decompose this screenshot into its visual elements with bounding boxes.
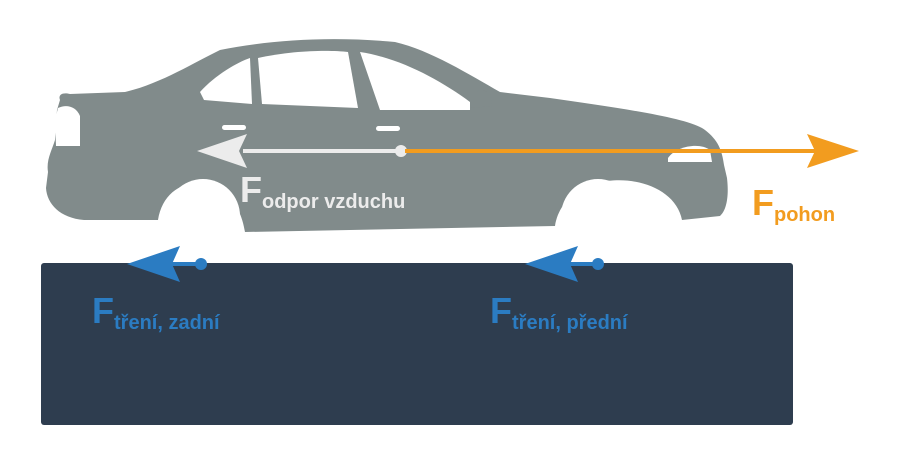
rear-door-window <box>258 50 358 108</box>
drag-force-arrowhead <box>197 134 247 168</box>
friction-rear-label: Ftření, zadní <box>92 290 220 334</box>
ground-block <box>41 263 793 425</box>
front-wheel <box>561 179 635 253</box>
drag-force-subscript: odpor vzduchu <box>262 191 406 213</box>
front-door-window <box>360 52 470 110</box>
side-mirror <box>470 90 492 108</box>
friction-rear-arrowhead <box>127 246 180 282</box>
friction-rear-subscript: tření, zadní <box>114 312 220 334</box>
friction-front-label: Ftření, přední <box>490 290 628 334</box>
friction-rear-symbol: F <box>92 290 114 331</box>
propulsion-force-symbol: F <box>752 182 774 223</box>
friction-rear-origin <box>195 258 207 270</box>
friction-front-subscript: tření, přední <box>512 312 628 334</box>
drag-force-label: Fodpor vzduchu <box>240 169 405 213</box>
rear-window <box>200 58 252 104</box>
rear-door-handle <box>222 125 246 130</box>
rear-wheel <box>166 179 240 253</box>
propulsion-force-subscript: pohon <box>774 204 836 226</box>
propulsion-force-arrowhead <box>807 134 859 168</box>
friction-front-arrowhead <box>525 246 578 282</box>
tail-light <box>55 106 80 146</box>
front-door-handle <box>376 126 400 131</box>
drag-force-origin <box>395 145 407 157</box>
friction-front-origin <box>592 258 604 270</box>
drag-force-symbol: F <box>240 169 262 210</box>
friction-front-symbol: F <box>490 290 512 331</box>
propulsion-force-label: Fpohon <box>752 182 835 226</box>
